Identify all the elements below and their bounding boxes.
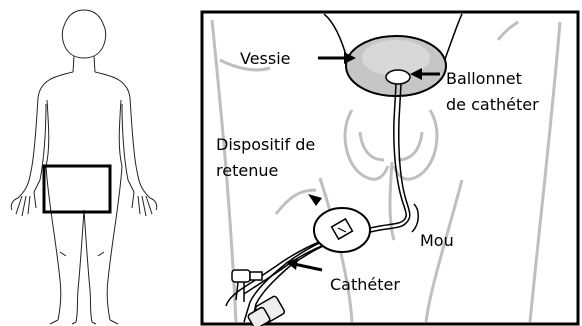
- figure-head: [62, 10, 105, 58]
- figure-knees: [60, 252, 104, 256]
- securement-device: [314, 208, 370, 252]
- figure-left-hand: [11, 180, 40, 216]
- label-balloon-line1: Ballonnet: [446, 69, 522, 88]
- label-balloon-line2: de cathéter: [446, 95, 539, 114]
- label-bladder: Vessie: [240, 49, 291, 68]
- label-device-line2: retenue: [216, 161, 278, 180]
- figure-waist: [46, 100, 122, 166]
- catheter-balloon: [386, 70, 410, 84]
- figure-right-hand: [128, 180, 157, 216]
- figure-inner-arms: [40, 104, 128, 180]
- label-device-line1: Dispositif de: [216, 135, 315, 154]
- figure-torso-outline: [18, 72, 150, 198]
- pelvis-highlight-box: [44, 166, 110, 212]
- label-slack: Mou: [420, 231, 454, 250]
- label-catheter: Cathéter: [330, 275, 400, 294]
- figure-feet: [50, 320, 118, 324]
